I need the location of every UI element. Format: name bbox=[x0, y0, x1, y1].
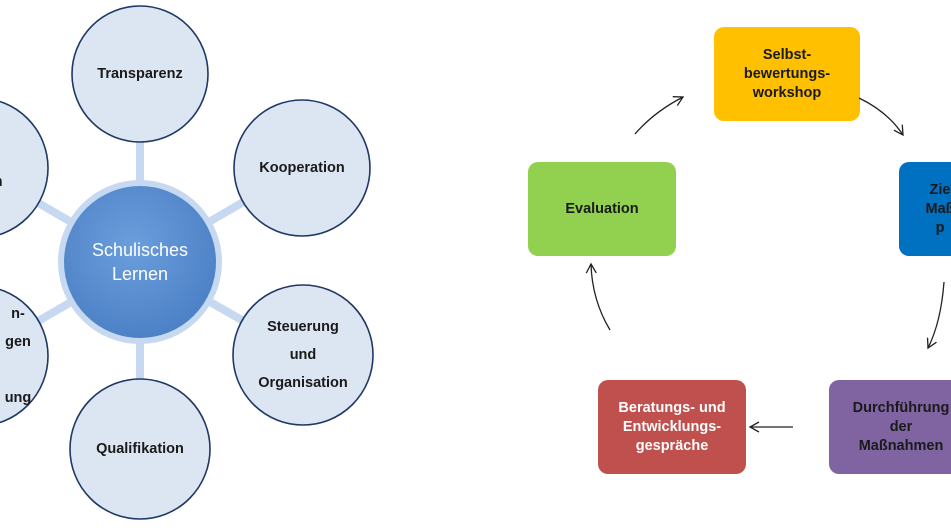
left_diagram.center_lines-line-1: Lernen bbox=[112, 264, 168, 284]
right_diagram.steps.3.lines-line-2: gespräche bbox=[636, 438, 709, 454]
cycle-box-beratung bbox=[598, 380, 746, 474]
right_diagram.steps.1.lines-line-2: p bbox=[936, 220, 945, 236]
right_diagram.steps.2.lines-line-2: Maßnahmen bbox=[859, 438, 944, 454]
spoke-label-top: Transparenz bbox=[97, 66, 182, 82]
spoke-label-lower-left: n-gen ung bbox=[5, 306, 32, 406]
spoke-circle-upper-right bbox=[233, 99, 371, 237]
right_diagram.steps.2.lines-line-0: Durchführung bbox=[853, 400, 950, 416]
arrow-selbstbewertung-to-ziel bbox=[858, 97, 904, 137]
arrow-ziel-to-durchfuehrung bbox=[926, 281, 945, 350]
spoke-circle-top bbox=[71, 5, 209, 143]
right_diagram.steps.3.lines-line-1: Entwicklungs- bbox=[623, 419, 721, 435]
spoke-label-upper-left: am bbox=[0, 174, 2, 190]
cycle-box-selbstbewertung bbox=[714, 27, 860, 121]
cycle-label-selbstbewertung: Selbst-bewertungs-workshop bbox=[744, 47, 830, 101]
arrow-beratung-to-evaluation bbox=[585, 262, 611, 331]
spoke-label-upper-right: Kooperation bbox=[259, 160, 344, 176]
left_diagram.center_lines-line-0: Schulisches bbox=[92, 240, 188, 260]
left_diagram.nodes.4.lines-line-0: n- bbox=[11, 306, 25, 322]
spoke-node-bottom: Qualifikation bbox=[69, 378, 211, 520]
left_diagram.nodes.1.lines-line-0: Kooperation bbox=[259, 160, 344, 176]
spoke-node-upper-left: am bbox=[0, 100, 49, 236]
spoke-circle-lower-right bbox=[232, 284, 374, 426]
cycle-step-evaluation: Evaluation bbox=[528, 162, 676, 256]
right_diagram.steps.0.lines-line-2: workshop bbox=[752, 85, 822, 101]
cycle-box-durchfuehrung bbox=[829, 380, 951, 474]
left_diagram.nodes.2.lines-line-1: und bbox=[290, 347, 317, 363]
cycle-arrows bbox=[585, 96, 945, 433]
right_diagram.steps.3.lines-line-0: Beratungs- und bbox=[618, 400, 725, 416]
spoke-circle-lower-left bbox=[0, 288, 49, 424]
cycle-label-evaluation: Evaluation bbox=[565, 201, 638, 217]
spoke-node-top: Transparenz bbox=[71, 5, 209, 143]
left_diagram.nodes.5.lines-line-1: am bbox=[0, 174, 2, 190]
right_diagram.steps.1.lines-line-1: Maß bbox=[926, 201, 951, 217]
right_diagram.steps.0.lines-line-1: bewertungs- bbox=[744, 66, 830, 82]
right_diagram.steps.2.lines-line-1: der bbox=[890, 419, 913, 435]
spoke-circle-bottom bbox=[69, 378, 211, 520]
left_diagram.nodes.3.lines-line-0: Qualifikation bbox=[96, 441, 184, 457]
left_diagram.nodes.4.lines-line-3: ung bbox=[5, 390, 32, 406]
cycle-box-ziel bbox=[899, 162, 951, 256]
center-circle bbox=[58, 180, 222, 344]
spoke-circle-upper-left bbox=[0, 100, 49, 236]
spoke-node-lower-left: n-gen ung bbox=[0, 288, 49, 424]
spoke-node-upper-right: Kooperation bbox=[233, 99, 371, 237]
cycle-box-evaluation bbox=[528, 162, 676, 256]
spoke-label-bottom: Qualifikation bbox=[96, 441, 184, 457]
right_diagram.steps.0.lines-line-0: Selbst- bbox=[763, 47, 812, 63]
left_diagram.nodes.0.lines-line-0: Transparenz bbox=[97, 66, 182, 82]
cycle-step-selbstbewertung: Selbst-bewertungs-workshop bbox=[714, 27, 860, 121]
left_diagram.nodes.4.lines-line-1: gen bbox=[5, 334, 31, 350]
arrow-evaluation-to-selbstbewertung bbox=[634, 96, 685, 135]
right_diagram.steps.4.lines-line-0: Evaluation bbox=[565, 201, 638, 217]
left_diagram.nodes.2.lines-line-2: Organisation bbox=[258, 375, 347, 391]
left_diagram.nodes.2.lines-line-0: Steuerung bbox=[267, 319, 339, 335]
right_diagram.steps.1.lines-line-0: Zie bbox=[930, 182, 951, 198]
